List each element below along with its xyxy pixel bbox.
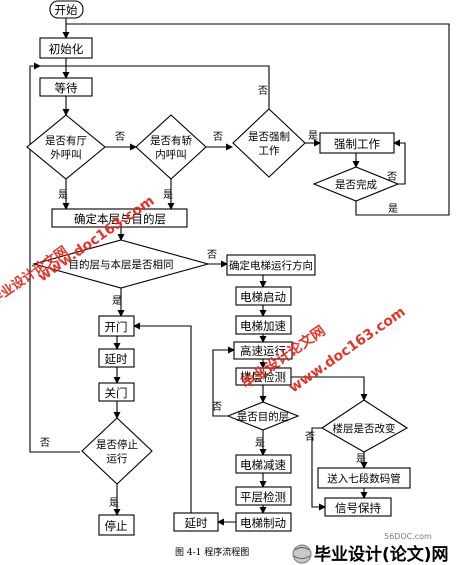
elevator-accel-label: 电梯加速 [240,319,286,333]
stop-q-line1: 是否停止 [96,438,138,451]
watermark-brand: 毕业设计论文网 [0,243,71,308]
forced-work-node: 强制工作 [319,132,395,154]
footer-brand: 毕业设计(论文)网 [314,544,449,565]
open-door-label: 开门 [105,320,128,334]
delay-right-node: 延时 [173,512,219,532]
brake-label: 电梯制动 [240,516,286,530]
done-label: 是否完成 [335,178,377,191]
no-label: 否 [387,171,397,183]
forced-work-decision: 是否强制 工作 [232,108,306,178]
decel-node: 电梯减速 [235,454,292,474]
high-speed-label: 高速运行 [240,344,286,358]
globe-icon [292,544,312,564]
stop-node: 停止 [98,514,135,536]
determine-floor-node: 确定本层与目的层 [51,208,188,228]
floor-detect-label: 楼层检测 [240,370,286,384]
footer-site: 56DOC.com [384,532,432,541]
seven-seg-node: 送入七段数码管 [317,467,411,489]
delay-left-node: 延时 [98,348,135,368]
yes-label: 是 [356,453,366,465]
seven-seg-label: 送入七段数码管 [327,472,401,485]
floor-changed-label: 楼层是否改变 [333,422,396,435]
no-label: 否 [115,131,125,143]
no-label: 否 [212,401,222,413]
floor-changed-decision: 楼层是否改变 [320,399,409,453]
no-label: 否 [207,249,217,261]
elevator-start-label: 电梯启动 [240,290,286,304]
globe-icon-lines [293,547,311,559]
elevator-start-node: 电梯启动 [235,286,292,306]
yes-label: 是 [109,497,119,509]
floor-detect-node: 楼层检测 [235,367,292,386]
footer-logo: 56DOC.com 毕业设计(论文)网 [292,532,449,565]
close-door-label: 关门 [105,386,128,400]
yes-label: 是 [112,295,122,307]
decel-label: 电梯减速 [240,458,286,472]
signal-hold-node: 信号保持 [324,497,392,517]
inside-call-line1: 是否有轿 [150,134,192,147]
done-decision: 是否完成 [312,166,400,202]
delay-right-label: 延时 [185,516,208,530]
no-label: 否 [213,131,223,143]
no-label: 否 [40,437,50,449]
wait-label: 等待 [55,81,78,95]
no-label: 否 [258,85,268,97]
yes-label: 是 [255,437,265,449]
inside-call-decision: 是否有轿 内呼叫 [135,114,207,180]
direction-label: 确定电梯运行方向 [229,259,313,272]
init-label: 初始化 [49,42,84,56]
outside-call-decision: 是否有厅 外呼叫 [26,114,106,180]
figure-caption: 图 4-1 程序流程图 [175,546,249,558]
elevator-accel-node: 电梯加速 [235,315,292,335]
close-door-node: 关门 [98,382,135,402]
branch-labels: 否 否 是 否 否 是 是 是 否 是 否 是 是 否 是 否 [40,85,398,509]
stop-decision: 是否停止 运行 [81,417,153,485]
open-door-node: 开门 [98,315,135,337]
direction-node: 确定电梯运行方向 [226,254,316,276]
high-speed-node: 高速运行 [233,341,293,360]
stop-label: 停止 [105,519,128,533]
target-floor-decision: 是否目的层 [226,401,300,431]
wait-node: 等待 [39,77,93,97]
forced-work-label: 强制工作 [334,137,380,151]
same-floor-decision: 目的层与本层是否相同 [31,239,211,289]
yes-label: 是 [308,130,318,142]
target-floor-label: 是否目的层 [237,410,290,423]
no-label: 否 [305,431,315,443]
start-label: 开始 [55,3,78,17]
outside-call-line2: 外呼叫 [50,149,82,161]
yes-label: 是 [163,189,173,201]
connectors [29,18,450,526]
stop-q-line2: 运行 [107,452,128,465]
start-node: 开始 [49,0,84,19]
level-detect-node: 平层检测 [235,486,292,506]
init-node: 初始化 [39,37,93,59]
brake-node: 电梯制动 [235,512,292,532]
forced-line1: 是否强制 [248,130,290,143]
same-floor-label: 目的层与本层是否相同 [69,258,174,271]
yes-label: 是 [388,203,398,215]
outside-call-line1: 是否有厅 [45,134,87,147]
yes-label: 是 [58,189,68,201]
inside-call-line2: 内呼叫 [155,148,187,161]
forced-line2: 工作 [259,145,280,157]
delay-left-label: 延时 [105,352,128,366]
level-detect-label: 平层检测 [240,490,286,504]
determine-floor-label: 确定本层与目的层 [74,212,166,226]
signal-hold-label: 信号保持 [335,501,381,515]
